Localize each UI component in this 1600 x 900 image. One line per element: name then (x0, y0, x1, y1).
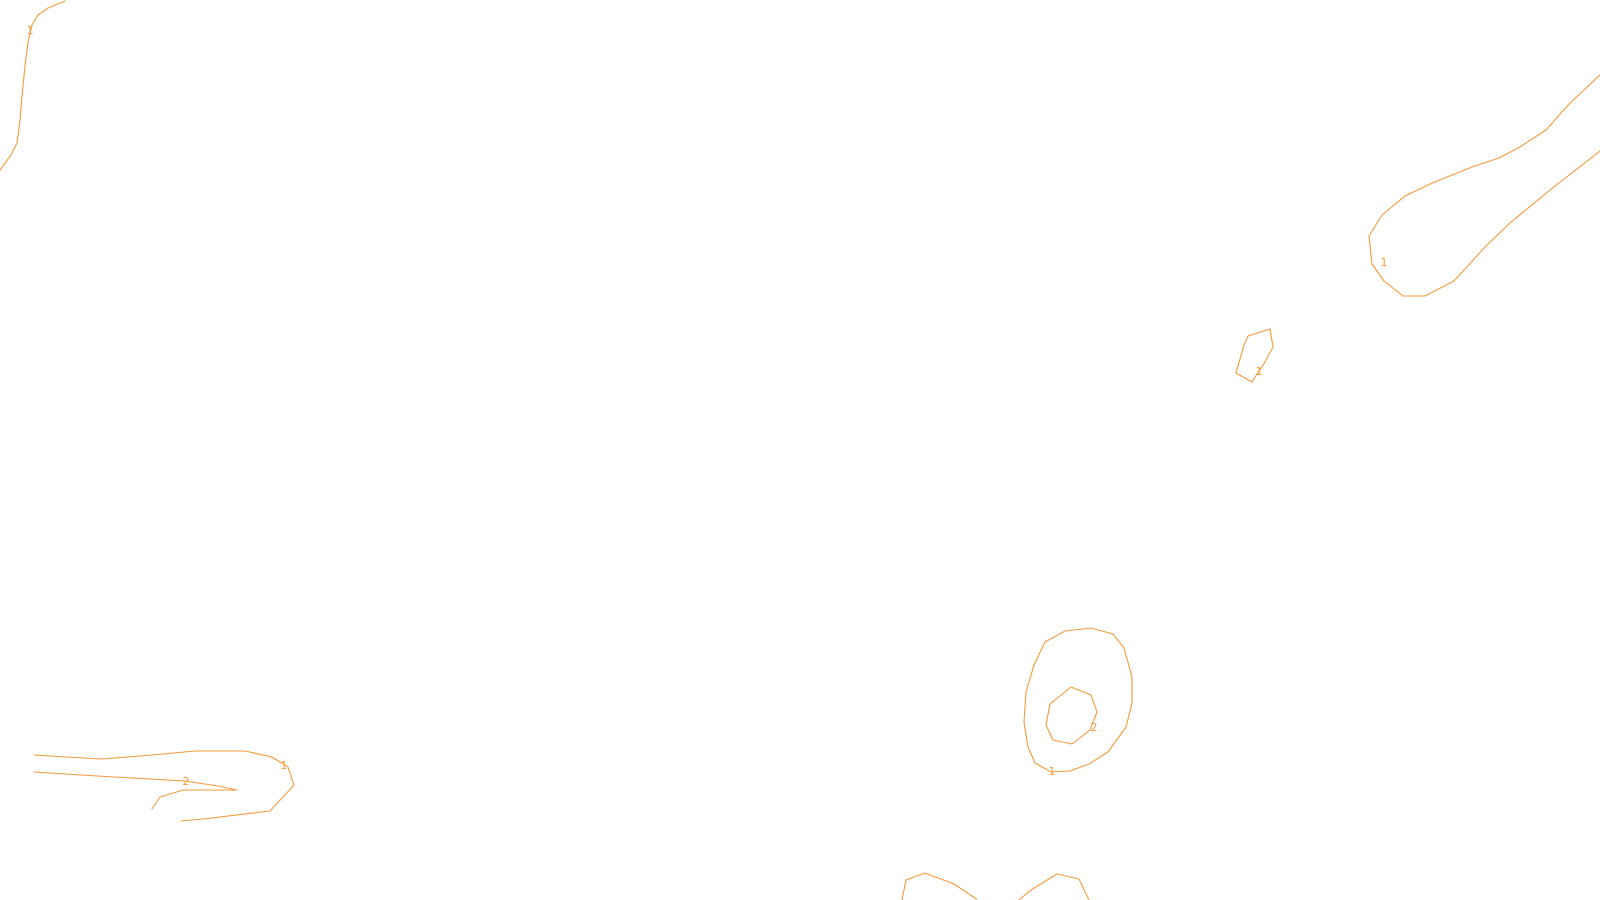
contour-line-small-closed (1235, 328, 1274, 383)
contour-label: 1 (27, 24, 34, 37)
contour-label: 1 (1256, 365, 1263, 378)
contour-line-bottom-center-right (1018, 873, 1090, 900)
contour-line-lower-center-inner (1045, 686, 1098, 745)
contour-line-top-left (0, 0, 66, 171)
contour-line-lower-center-outer (1023, 627, 1133, 773)
contour-line-lower-left-inner (33, 771, 238, 810)
contour-label: 1 (1381, 256, 1388, 269)
contour-label: 2 (183, 775, 190, 788)
contour-label: 1 (1049, 765, 1056, 778)
contour-line-lower-left-outer (33, 750, 295, 822)
contour-label: 2 (1091, 721, 1098, 734)
contour-line-upper-right (1368, 74, 1600, 297)
contour-label: 1 (281, 759, 288, 772)
contour-line-bottom-center-left (901, 872, 978, 900)
